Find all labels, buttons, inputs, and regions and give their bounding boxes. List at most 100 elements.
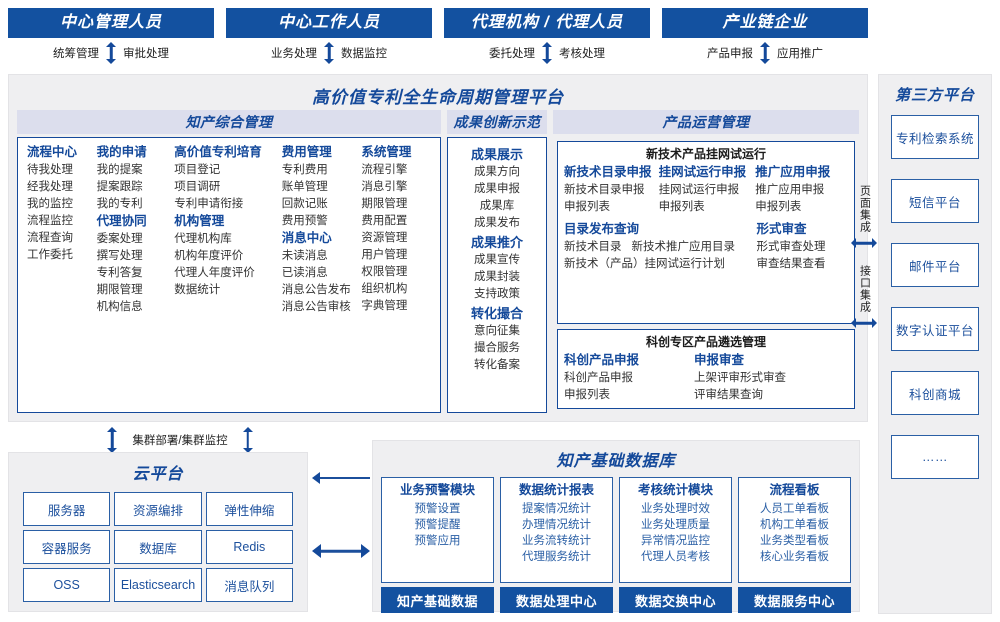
menu-item[interactable]: 提案跟踪 [96, 181, 143, 193]
menu-item[interactable]: 流程查询 [27, 232, 73, 244]
cloud-cell-server[interactable]: 服务器 [23, 492, 111, 526]
db-column-assessment: 考核统计模块 业务处理时效 业务处理质量 异常情况监控 代理人员考核 数据交换中… [619, 477, 732, 613]
menu-item[interactable]: 待我处理 [27, 164, 73, 176]
menu-item[interactable]: 专利费用 [281, 164, 328, 176]
menu-item[interactable]: 转化备案 [474, 359, 520, 371]
menu-item[interactable]: 未读消息 [281, 250, 328, 262]
menu-item[interactable]: 代理服务统计 [522, 551, 591, 563]
menu-item[interactable]: 预警设置 [414, 503, 461, 515]
menu-item[interactable]: 撮合服务 [474, 342, 520, 354]
menu-item[interactable]: 账单管理 [281, 181, 328, 193]
menu-item[interactable]: 资源管理 [361, 232, 408, 244]
menu-item[interactable]: 成果方向 [474, 166, 520, 178]
menu-item[interactable]: 我的监控 [27, 198, 73, 210]
menu-item[interactable]: 支持政策 [474, 288, 520, 300]
menu-item[interactable]: 消息公告审核 [281, 301, 351, 313]
cloud-cell-database[interactable]: 数据库 [114, 530, 202, 564]
menu-item[interactable]: 挂网试运行申报 [658, 184, 740, 196]
menu-item[interactable]: 回款记账 [281, 198, 328, 210]
menu-item[interactable]: 申报列表 [658, 201, 705, 213]
menu-item[interactable]: 代理机构库 [174, 233, 232, 245]
menu-item[interactable]: 专利申请衔接 [174, 198, 244, 210]
cloud-cell-orchestration[interactable]: 资源编排 [114, 492, 202, 526]
menu-item[interactable]: 撰写处理 [96, 250, 143, 262]
menu-item[interactable]: 新技术推广应用目录 [631, 241, 736, 253]
menu-item[interactable]: 组织机构 [361, 283, 408, 295]
menu-item[interactable]: 期限管理 [96, 284, 143, 296]
cloud-cell-container[interactable]: 容器服务 [23, 530, 111, 564]
menu-item[interactable]: 新技术（产品）挂网试运行计划 [564, 258, 725, 270]
menu-item[interactable]: 成果发布 [474, 217, 520, 229]
menu-item[interactable]: 意向征集 [474, 325, 520, 337]
menu-item[interactable]: 提案情况统计 [522, 503, 591, 515]
menu-item[interactable]: 字典管理 [361, 300, 408, 312]
menu-item[interactable]: 机构信息 [96, 301, 143, 313]
thirdparty-item-patent-search[interactable]: 专利检索系统 [891, 115, 979, 159]
db-footer[interactable]: 知产基础数据 [381, 587, 494, 613]
db-footer[interactable]: 数据交换中心 [619, 587, 732, 613]
menu-item[interactable]: 科创产品申报 [564, 372, 633, 384]
menu-item[interactable]: 成果申报 [474, 183, 520, 195]
menu-item[interactable]: 形式审查处理 [756, 241, 826, 253]
menu-item[interactable]: 代理人员考核 [641, 551, 710, 563]
menu-item[interactable]: 机构工单看板 [760, 519, 829, 531]
menu-item[interactable]: 人员工单看板 [760, 503, 829, 515]
menu-item[interactable]: 项目调研 [174, 181, 221, 193]
menu-item[interactable]: 异常情况监控 [641, 535, 710, 547]
cloud-cell-redis[interactable]: Redis [205, 530, 293, 564]
menu-item[interactable]: 委案处理 [96, 233, 143, 245]
menu-item[interactable]: 评审结果查询 [694, 389, 763, 401]
menu-item[interactable]: 核心业务看板 [760, 551, 829, 563]
menu-item[interactable]: 审查结果查看 [756, 258, 826, 270]
menu-item[interactable]: 我的提案 [96, 164, 143, 176]
menu-item[interactable]: 工作委托 [27, 249, 73, 261]
thirdparty-item-mall[interactable]: 科创商城 [891, 371, 979, 415]
thirdparty-item-email[interactable]: 邮件平台 [891, 243, 979, 287]
db-footer[interactable]: 数据处理中心 [500, 587, 613, 613]
cloud-cell-mq[interactable]: 消息队列 [205, 568, 293, 602]
menu-item[interactable]: 业务处理质量 [641, 519, 710, 531]
menu-item[interactable]: 已读消息 [281, 267, 328, 279]
menu-item[interactable]: 专利答复 [96, 267, 143, 279]
menu-item[interactable]: 申报列表 [564, 389, 610, 401]
menu-item[interactable]: 业务处理时效 [641, 503, 710, 515]
menu-item[interactable]: 经我处理 [27, 181, 73, 193]
menu-item[interactable]: 办理情况统计 [522, 519, 591, 531]
menu-item[interactable]: 流程引擎 [361, 164, 408, 176]
menu-item[interactable]: 新技术目录 [564, 241, 622, 253]
menu-item[interactable]: 费用预警 [281, 215, 328, 227]
menu-item[interactable]: 数据统计 [174, 284, 221, 296]
menu-item[interactable]: 期限管理 [361, 198, 408, 210]
menu-item[interactable]: 用户管理 [361, 249, 408, 261]
db-footer[interactable]: 数据服务中心 [738, 587, 851, 613]
menu-item[interactable]: 推广应用申报 [755, 184, 825, 196]
menu-item[interactable]: 预警应用 [414, 535, 461, 547]
menu-item[interactable]: 我的专利 [96, 198, 143, 210]
thirdparty-item-sms[interactable]: 短信平台 [891, 179, 979, 223]
menu-item[interactable]: 权限管理 [361, 266, 408, 278]
menu-item[interactable]: 申报列表 [564, 201, 610, 213]
menu-item[interactable]: 代理人年度评价 [174, 267, 255, 279]
menu-item[interactable]: 成果宣传 [474, 254, 520, 266]
menu-item[interactable]: 机构年度评价 [174, 250, 244, 262]
menu-item[interactable]: 流程监控 [27, 215, 73, 227]
menu-item[interactable]: 费用配置 [361, 215, 408, 227]
thirdparty-item-ca[interactable]: 数字认证平台 [891, 307, 979, 351]
menu-item[interactable]: 上架评审形式审查 [694, 372, 786, 384]
menu-item[interactable]: 预警提醒 [414, 519, 461, 531]
thirdparty-item-more[interactable]: …… [891, 435, 979, 479]
menu-item[interactable]: 成果封装 [474, 271, 520, 283]
cloud-cell-elasticsearch[interactable]: Elasticsearch [114, 568, 202, 602]
menu-item[interactable]: 消息引擎 [361, 181, 408, 193]
menu-item[interactable]: 项目登记 [174, 164, 221, 176]
role-action-left-3: 产品申报 [707, 48, 753, 60]
group-title: 形式审查 [756, 222, 807, 236]
cloud-cell-oss[interactable]: OSS [23, 568, 111, 602]
menu-item[interactable]: 成果库 [479, 200, 515, 212]
menu-item[interactable]: 业务流转统计 [522, 535, 591, 547]
cloud-cell-autoscale[interactable]: 弹性伸缩 [205, 492, 293, 526]
menu-item[interactable]: 消息公告发布 [281, 284, 351, 296]
menu-item[interactable]: 新技术目录申报 [564, 184, 645, 196]
menu-item[interactable]: 申报列表 [755, 201, 802, 213]
menu-item[interactable]: 业务类型看板 [760, 535, 829, 547]
